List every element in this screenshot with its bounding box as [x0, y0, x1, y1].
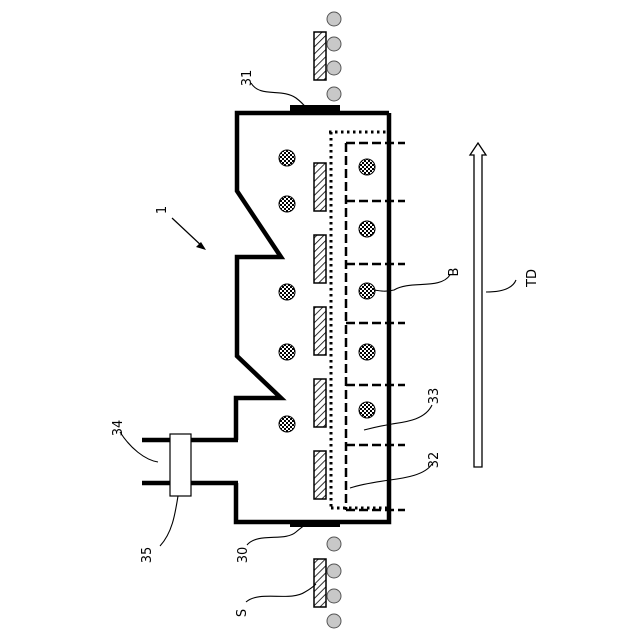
roller [327, 87, 341, 101]
exhaust-duct [142, 434, 238, 496]
roller [327, 537, 341, 551]
hatched-plates [314, 163, 326, 499]
label-s: S [235, 609, 250, 617]
top-roller-stack [314, 12, 341, 101]
label-b: B [447, 268, 462, 277]
plate [314, 235, 326, 283]
device-pointer-arrow [172, 218, 206, 250]
plate [314, 451, 326, 499]
label-33: 33 [427, 388, 442, 405]
outlet-slot [290, 105, 340, 113]
label-30: 30 [236, 547, 251, 564]
inlet-slot [290, 520, 340, 527]
label-td: TD [525, 269, 540, 288]
leader-s [246, 584, 316, 602]
leader-td [486, 280, 516, 292]
leader-35 [160, 496, 178, 546]
label-device: 1 [155, 206, 170, 214]
heater-element [279, 416, 295, 432]
duct-fitting [170, 434, 191, 496]
leader-b [374, 275, 450, 291]
roller [327, 61, 341, 75]
heater-column-right [359, 159, 375, 418]
roller [327, 589, 341, 603]
roller [327, 12, 341, 26]
heater-column-left [279, 150, 295, 432]
heater-element [359, 159, 375, 175]
plate [314, 163, 326, 211]
label-34: 34 [111, 420, 126, 437]
label-35: 35 [140, 547, 155, 564]
plate [314, 379, 326, 427]
substrate-top [314, 32, 326, 80]
roller [327, 37, 341, 51]
heater-element [279, 150, 295, 166]
roller [327, 564, 341, 578]
heater-element [279, 196, 295, 212]
roller [327, 614, 341, 628]
heater-element [359, 344, 375, 360]
dotted-boundary [329, 132, 389, 508]
heater-element [359, 402, 375, 418]
heater-element [359, 221, 375, 237]
plate [314, 307, 326, 355]
label-32: 32 [427, 452, 442, 469]
label-31: 31 [240, 70, 255, 87]
substrate-bottom [314, 559, 326, 607]
dashed-modules [346, 143, 405, 510]
bottom-roller-stack [314, 537, 341, 628]
transport-direction-arrow [470, 143, 486, 467]
heater-element [279, 344, 295, 360]
heater-element [359, 283, 375, 299]
heater-element [279, 284, 295, 300]
